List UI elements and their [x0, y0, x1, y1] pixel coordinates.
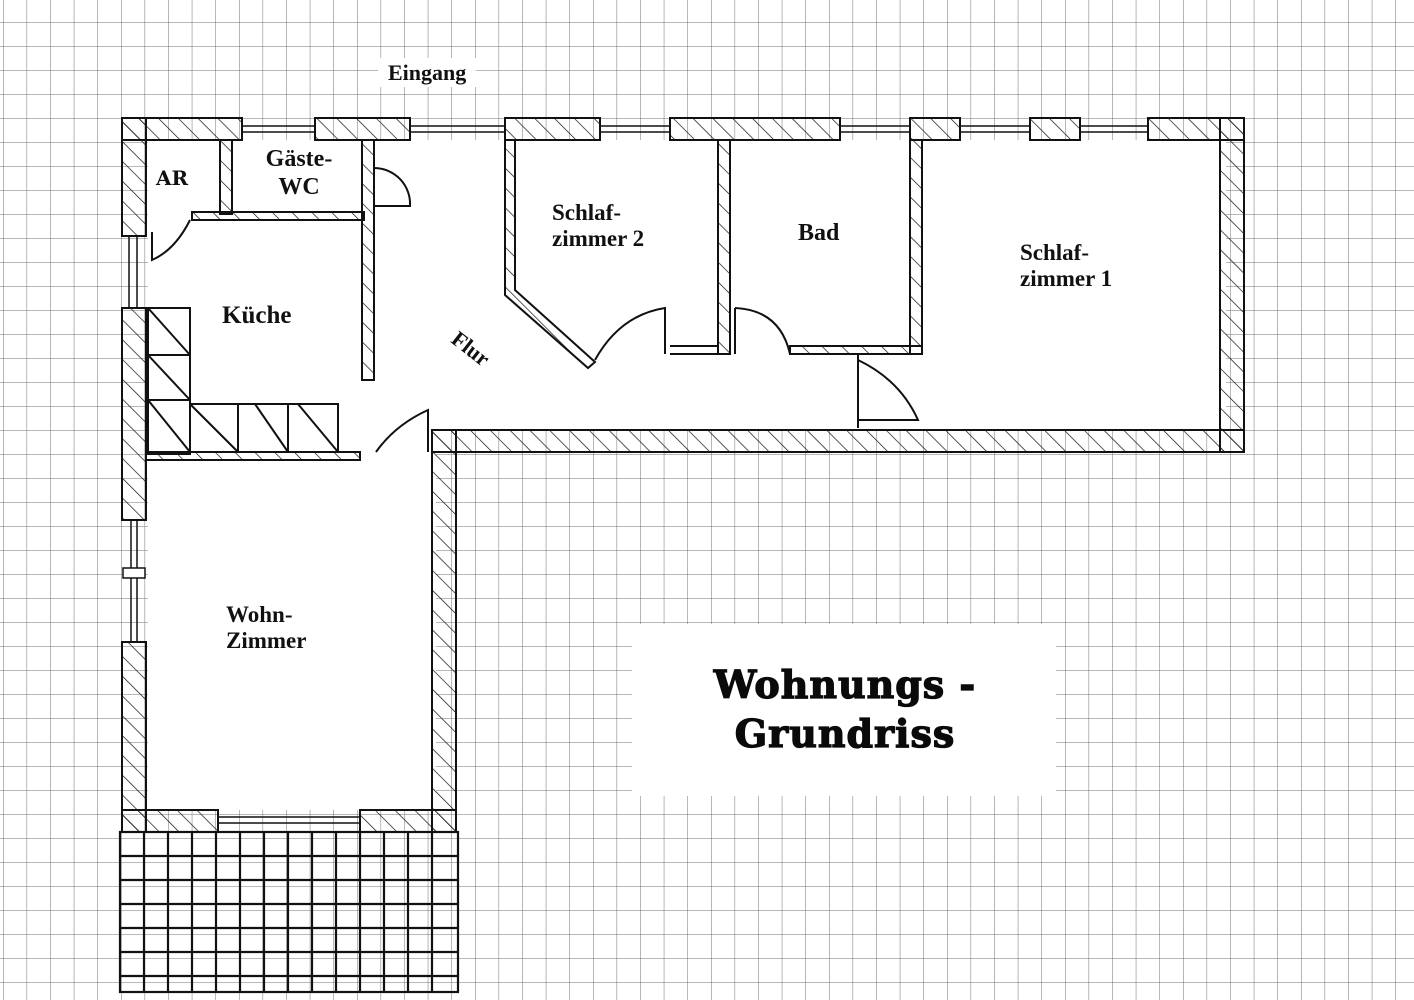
room-label-line: Schlaf- — [552, 200, 621, 225]
walls — [121, 117, 1245, 833]
room-label-line: WC — [278, 173, 320, 200]
plan-title: Wohnungs - Grundriss — [640, 660, 1050, 759]
entrance-label: Eingang — [378, 58, 477, 88]
room-label-line: zimmer 2 — [552, 226, 645, 252]
room-label-gaeste-wc: Gäste- WC — [244, 146, 354, 202]
room-label-line: Wohn- — [226, 602, 293, 627]
room-label-bad: Bad — [790, 218, 848, 250]
room-label-line: Gäste- — [265, 146, 333, 172]
plan-title-line-1: Wohnungs - — [713, 661, 977, 707]
terrace-tiles — [118, 830, 460, 994]
room-label-line: Zimmer — [226, 628, 307, 654]
room-label-wohnzimmer: Wohn- Zimmer — [222, 600, 311, 657]
doors — [151, 166, 920, 453]
room-label-schlafzimmer-1: Schlaf- zimmer 1 — [1014, 238, 1119, 295]
room-label-line: zimmer 1 — [1020, 266, 1113, 292]
title-background — [632, 624, 1056, 796]
room-label-line: Schlaf- — [1020, 240, 1089, 265]
room-label-abstellraum: AR — [156, 166, 189, 190]
room-label-kueche: Küche — [214, 302, 300, 331]
room-label-schlafzimmer-2: Schlaf- zimmer 2 — [548, 198, 649, 255]
kitchen-counters — [147, 307, 339, 455]
plan-title-line-2: Grundriss — [734, 711, 956, 757]
